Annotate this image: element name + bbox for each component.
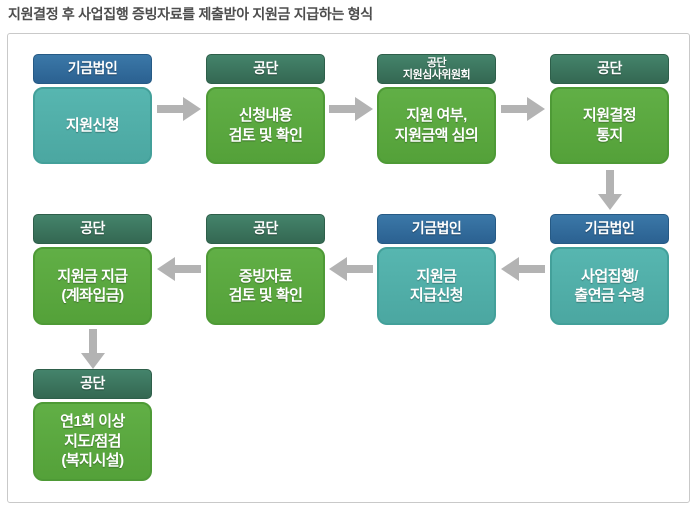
step-label-box: 신청내용 검토 및 확인 [206,87,325,164]
flow-step-payment-request: 기금법인 지원금 지급신청 [377,214,496,325]
step-label-box: 사업집행/ 출연금 수령 [550,247,669,325]
arrow-right-icon [157,97,201,121]
arrow-down-icon [81,329,105,369]
arrow-right-icon [501,97,545,121]
step-actor-badge: 공단 지원심사위원회 [377,54,496,84]
step-actor-badge: 공단 [206,54,325,84]
arrow-down-icon [598,170,622,210]
flow-step-evidence-review: 공단 증빙자료 검토 및 확인 [206,214,325,325]
step-actor-badge: 기금법인 [550,214,669,244]
step-label-box: 증빙자료 검토 및 확인 [206,247,325,325]
step-label-box: 지원결정 통지 [550,87,669,164]
step-actor-badge: 기금법인 [33,54,152,84]
step-label-box: 지원신청 [33,87,152,164]
step-actor-badge: 기금법인 [377,214,496,244]
arrow-right-icon [329,97,373,121]
flowchart-panel: 기금법인 지원신청 공단 신청내용 검토 및 확인 공단 지원심사위원회 지원 … [7,33,690,503]
flow-step-application: 기금법인 지원신청 [33,54,152,164]
step-actor-badge: 공단 [33,369,152,399]
step-label-box: 지원금 지급 (계좌입금) [33,247,152,325]
step-label-box: 지원금 지급신청 [377,247,496,325]
step-label-box: 연1회 이상 지도/점검 (복지시설) [33,402,152,481]
flow-step-committee-deliberation: 공단 지원심사위원회 지원 여부, 지원금액 심의 [377,54,496,164]
flow-step-payment: 공단 지원금 지급 (계좌입금) [33,214,152,325]
step-actor-badge: 공단 [33,214,152,244]
flow-step-inspection: 공단 연1회 이상 지도/점검 (복지시설) [33,369,152,481]
arrow-left-icon [501,257,545,281]
page-title: 지원결정 후 사업집행 증빙자료를 제출받아 지원금 지급하는 형식 [8,6,373,22]
flow-step-decision-notice: 공단 지원결정 통지 [550,54,669,164]
arrow-left-icon [329,257,373,281]
arrow-left-icon [157,257,201,281]
step-label-box: 지원 여부, 지원금액 심의 [377,87,496,164]
step-actor-badge: 공단 [206,214,325,244]
step-actor-badge: 공단 [550,54,669,84]
flow-step-review: 공단 신청내용 검토 및 확인 [206,54,325,164]
flow-step-execution: 기금법인 사업집행/ 출연금 수령 [550,214,669,325]
